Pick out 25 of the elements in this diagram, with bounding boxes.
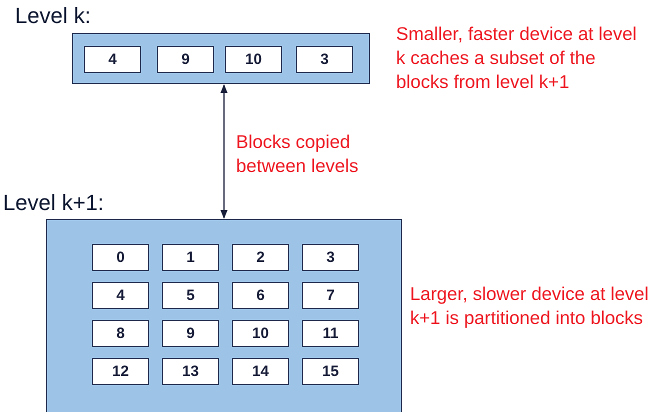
block-box: 14	[232, 358, 289, 385]
block-box: 13	[162, 358, 219, 385]
block-box: 9	[162, 320, 219, 347]
block-box: 0	[92, 244, 149, 271]
block-box: 1	[162, 244, 219, 271]
block-box: 8	[92, 320, 149, 347]
block-box: 7	[302, 282, 359, 309]
block-box: 10	[225, 46, 282, 73]
block-box: 4	[92, 282, 149, 309]
block-box: 10	[232, 320, 289, 347]
block-box: 4	[84, 46, 141, 73]
block-box: 3	[296, 46, 353, 73]
block-box: 3	[302, 244, 359, 271]
annotation-note: Larger, slower device at level k+1 is partitioned into blocks	[410, 282, 650, 330]
block-box: 15	[302, 358, 359, 385]
double-arrow	[220, 84, 228, 219]
block-box: 6	[232, 282, 289, 309]
block-box: 9	[157, 46, 214, 73]
block-box: 11	[302, 320, 359, 347]
block-box: 5	[162, 282, 219, 309]
annotation-note: Smaller, faster device at level k caches a subset of the blocks from level k+1	[396, 22, 638, 94]
block-box: 12	[92, 358, 149, 385]
level-heading: Level k:	[15, 3, 91, 29]
block-box: 2	[232, 244, 289, 271]
level-heading: Level k+1:	[3, 190, 104, 216]
